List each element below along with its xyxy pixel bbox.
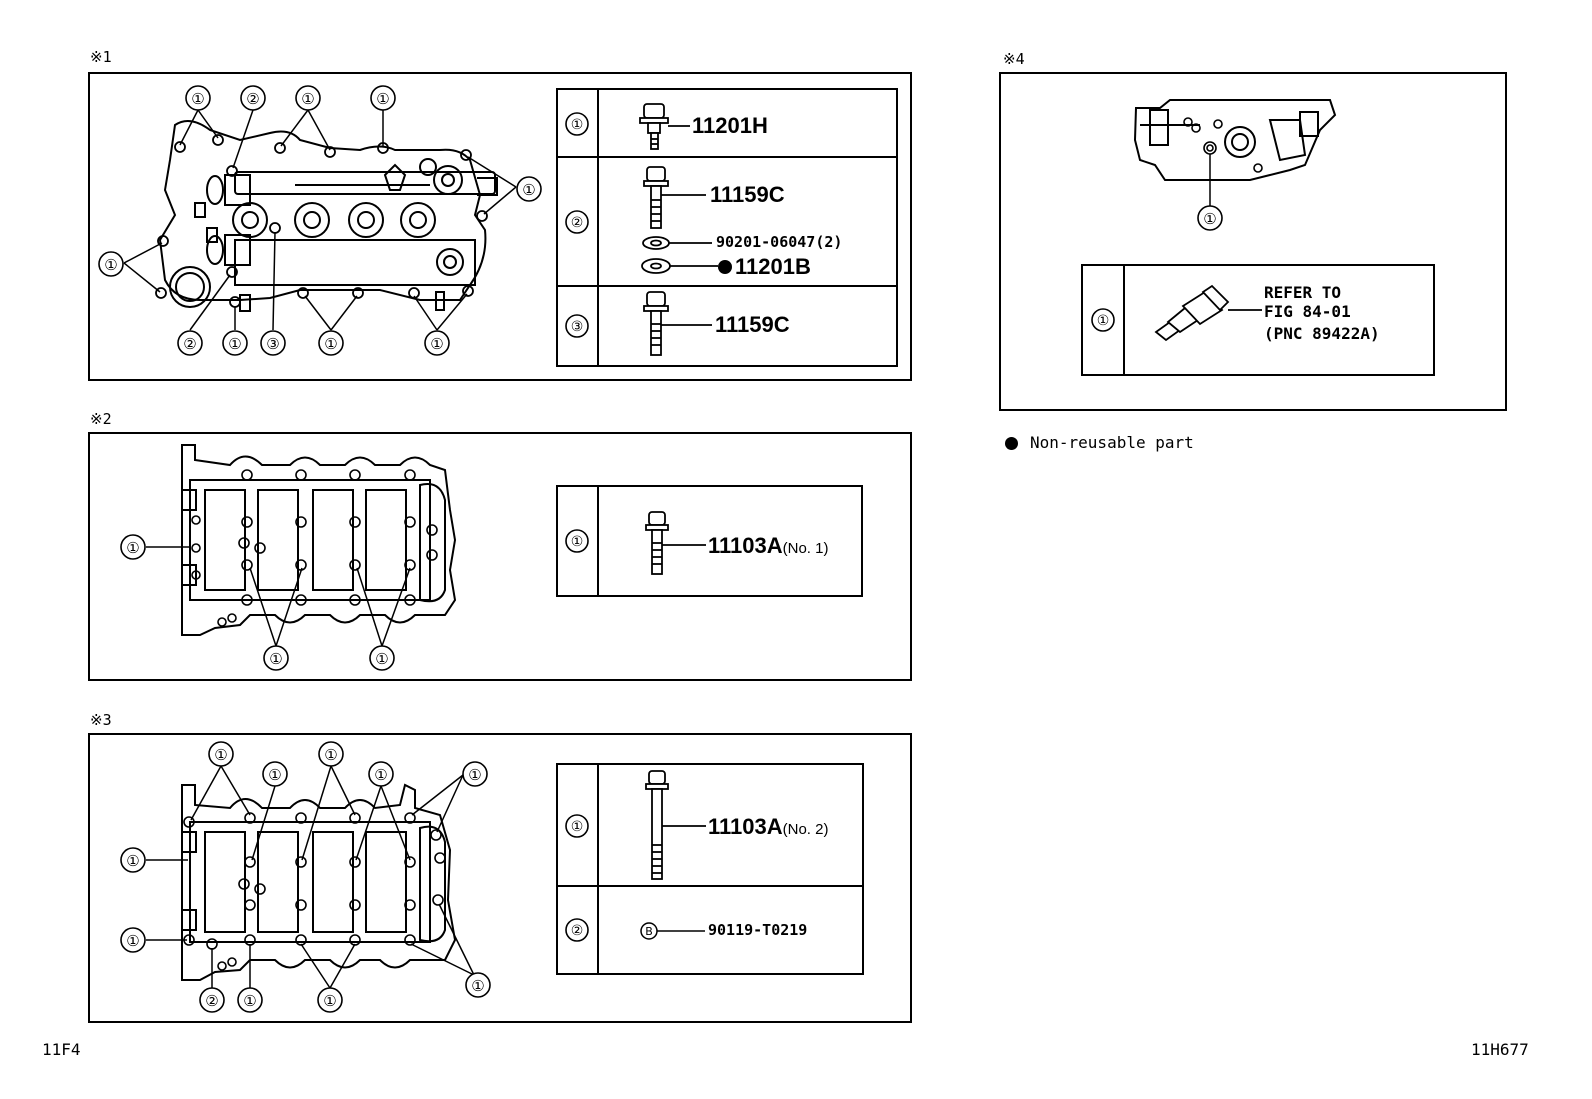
part-number-11159C: 11159C (715, 312, 790, 337)
callout-1: ① (301, 90, 314, 108)
callout-1: ① (374, 766, 387, 784)
callout-1: ① (126, 932, 139, 950)
callout-1: ① (126, 539, 139, 557)
callout-1: ① (214, 746, 227, 764)
non-reusable-legend-dot (1005, 437, 1018, 450)
callout-1: ① (1203, 210, 1216, 228)
legend-non-reusable: Non-reusable part (1030, 433, 1194, 452)
table-callout-3: ③ (571, 319, 584, 335)
table-callout-1: ① (571, 819, 584, 835)
callout-1: ① (243, 992, 256, 1010)
callout-2: ② (205, 992, 218, 1010)
panel-sensor (999, 72, 1507, 411)
temperature-sensor-icon (1154, 284, 1262, 342)
bolt-11103A-no1-icon (645, 511, 706, 575)
bolt-11159C-icon (643, 291, 712, 356)
part-number-11159C: 11159C (710, 182, 785, 207)
callout-1: ① (126, 852, 139, 870)
table-callout-2: ② (571, 923, 584, 939)
callout-1: ① (468, 766, 481, 784)
table-callout-2: ② (571, 215, 584, 231)
callout-1: ① (471, 977, 484, 995)
bolt-11159C-icon (643, 166, 706, 229)
callout-1: ① (228, 335, 241, 353)
section-label-4: ※4 (1003, 50, 1025, 68)
callout-2: ② (183, 335, 196, 353)
footer-right-code: 11H677 (1471, 1040, 1529, 1059)
part-number-11201H: 11201H (692, 113, 768, 138)
washer-icon (642, 236, 712, 250)
table-callout-1: ① (1097, 313, 1110, 329)
callout-2: ② (246, 90, 259, 108)
bolt-11201H-icon (639, 103, 690, 150)
callout-1: ① (104, 256, 117, 274)
footer-left-code: 11F4 (42, 1040, 81, 1059)
callout-1: ① (430, 335, 443, 353)
callout-1: ① (268, 766, 281, 784)
part-number-90201-06047: 90201-06047(2) (716, 233, 843, 251)
table-callout-1: ① (571, 534, 584, 550)
section-label-3: ※3 (90, 711, 112, 729)
refer-line-1: REFER TO (1264, 283, 1342, 302)
callout-1: ① (269, 650, 282, 668)
section-label-2: ※2 (90, 410, 112, 428)
part-number-11201B: 11201B (735, 254, 811, 279)
callout-1: ① (376, 90, 389, 108)
section-label-1: ※1 (90, 48, 112, 66)
refer-line-3: (PNC 89422A) (1264, 324, 1380, 343)
callout-3: ③ (266, 335, 279, 353)
callout-1: ① (324, 746, 337, 764)
plug-mark: B (645, 925, 653, 938)
callout-1: ① (191, 90, 204, 108)
callout-1: ① (324, 335, 337, 353)
callout-1: ① (375, 650, 388, 668)
non-reusable-dot (718, 260, 732, 274)
part-number-90119-T0219: 90119-T0219 (708, 921, 808, 939)
callout-1: ① (522, 181, 535, 199)
table-callout-1: ① (571, 117, 584, 133)
callout-1: ① (323, 992, 336, 1010)
part-number-11103A-no1: 11103A(No. 1) (708, 533, 829, 558)
refer-line-2: FIG 84-01 (1264, 302, 1351, 321)
panel-bearing-cap-no1 (88, 432, 912, 681)
bolt-11103A-no2-icon (645, 770, 706, 880)
part-number-11103A-no2: 11103A(No. 2) (708, 814, 829, 839)
panel-cylinder-head-cover (88, 72, 912, 381)
gasket-icon (641, 258, 718, 274)
